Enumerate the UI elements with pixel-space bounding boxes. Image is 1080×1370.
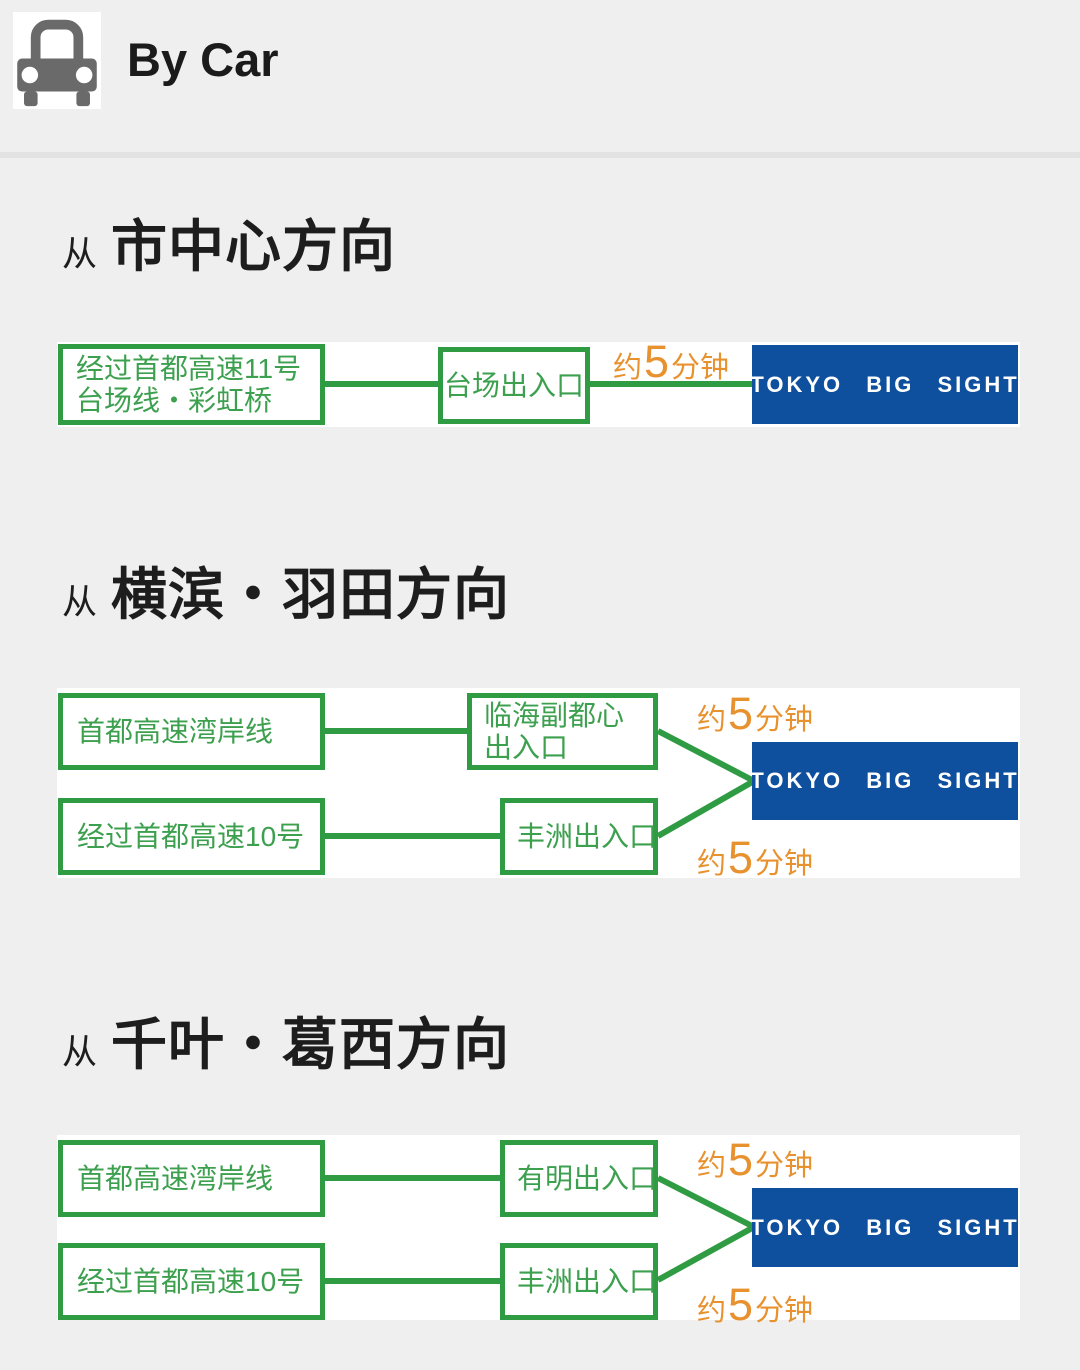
- exit-box-line: 丰洲出入口: [517, 1265, 658, 1297]
- route-box-line: 台场线・彩虹桥: [76, 384, 273, 416]
- route-box-line: 首都高速湾岸线: [77, 715, 274, 747]
- heading-title: 市中心方向: [111, 215, 397, 278]
- exit-box-line: 有明出入口: [517, 1162, 658, 1194]
- route-box-line: 首都高速湾岸线: [77, 1162, 274, 1194]
- exit-box-line: 临海副都心: [484, 699, 625, 731]
- destination-box: TOKYO BIG SIGHT: [750, 742, 1018, 820]
- destination-box: TOKYO BIG SIGHT: [750, 345, 1018, 424]
- route-box-line: 经过首都高速10号: [77, 820, 305, 852]
- heading-title: 横滨・羽田方向: [111, 563, 511, 626]
- route-box: 首都高速湾岸线: [58, 693, 325, 770]
- connector-line: [325, 1175, 500, 1181]
- heading-prefix: 从: [62, 1033, 98, 1072]
- connector-line: [325, 728, 467, 734]
- exit-box: 台场出入口: [438, 347, 590, 424]
- route-box: 首都高速湾岸线: [58, 1140, 325, 1217]
- connector-line: [325, 833, 500, 839]
- connector-line: [325, 381, 438, 387]
- section-heading-chiba-kasai: 从 千叶・葛西方向: [62, 1000, 510, 1081]
- header-divider: [0, 152, 1080, 158]
- route-box: 经过首都高速10号: [58, 798, 325, 875]
- heading-prefix: 从: [62, 235, 98, 274]
- route-box: 经过首都高速11号 台场线・彩虹桥: [58, 344, 325, 425]
- exit-box-line: 丰洲出入口: [517, 820, 658, 852]
- route-box-line: 经过首都高速11号: [76, 352, 302, 384]
- connector-line: [325, 1278, 500, 1284]
- car-icon: [13, 12, 101, 109]
- connector-line: [590, 381, 752, 387]
- heading-title: 千叶・葛西方向: [111, 1013, 511, 1076]
- exit-box: 丰洲出入口: [500, 1243, 658, 1320]
- exit-box: 临海副都心 出入口: [467, 693, 658, 770]
- section-heading-city-center: 从 市中心方向: [62, 202, 396, 283]
- exit-box: 有明出入口: [500, 1140, 658, 1217]
- route-box-line: 经过首都高速10号: [77, 1265, 305, 1297]
- exit-box-line: 出入口: [484, 731, 569, 763]
- page-title: By Car: [127, 33, 279, 86]
- heading-prefix: 从: [62, 583, 98, 622]
- exit-box: 丰洲出入口: [500, 798, 658, 875]
- destination-box: TOKYO BIG SIGHT: [750, 1188, 1018, 1267]
- route-box: 经过首都高速10号: [58, 1243, 325, 1320]
- section-heading-yokohama-haneda: 从 横滨・羽田方向: [62, 550, 510, 631]
- exit-box-line: 台场出入口: [443, 369, 584, 401]
